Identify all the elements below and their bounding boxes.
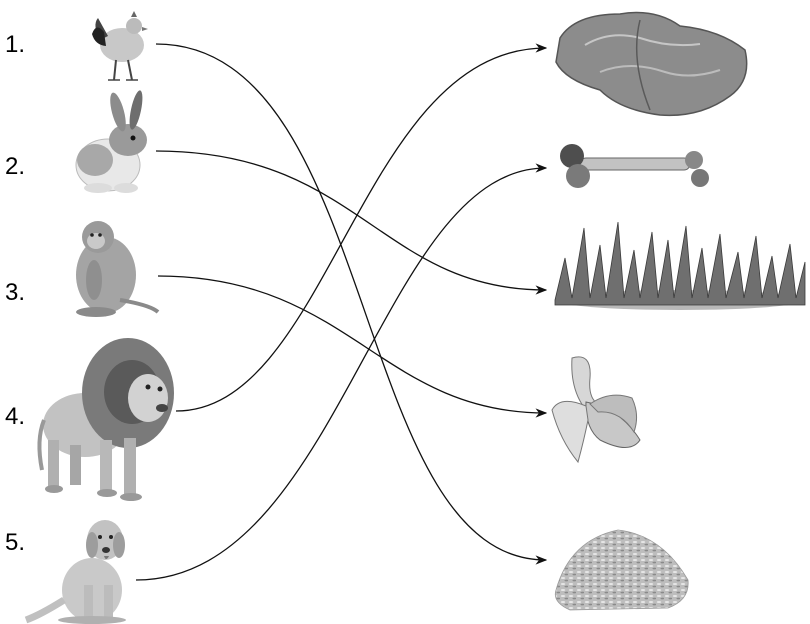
- number-label-1: 1.: [5, 31, 25, 58]
- lion-icon: [39, 338, 174, 501]
- connection-monkey-banana: [158, 276, 546, 413]
- rabbit-icon: [76, 89, 147, 193]
- connection-lines: [136, 44, 546, 580]
- dog-icon: [26, 520, 126, 624]
- connection-dog-bone: [136, 168, 546, 580]
- monkey-icon: [76, 221, 158, 317]
- grass-icon: [555, 222, 805, 310]
- meat-icon: [556, 13, 747, 116]
- connection-lion-meat: [176, 48, 546, 411]
- grains-icon: [555, 530, 688, 610]
- number-label-3: 3.: [5, 279, 25, 306]
- banana-icon: [552, 357, 640, 462]
- connection-hen-grains: [156, 44, 546, 560]
- connection-rabbit-grass: [156, 151, 546, 290]
- number-label-4: 4.: [5, 403, 25, 430]
- number-label-2: 2.: [5, 153, 25, 180]
- bone-icon: [560, 144, 709, 188]
- hen-icon: [92, 11, 148, 80]
- number-label-5: 5.: [5, 529, 25, 556]
